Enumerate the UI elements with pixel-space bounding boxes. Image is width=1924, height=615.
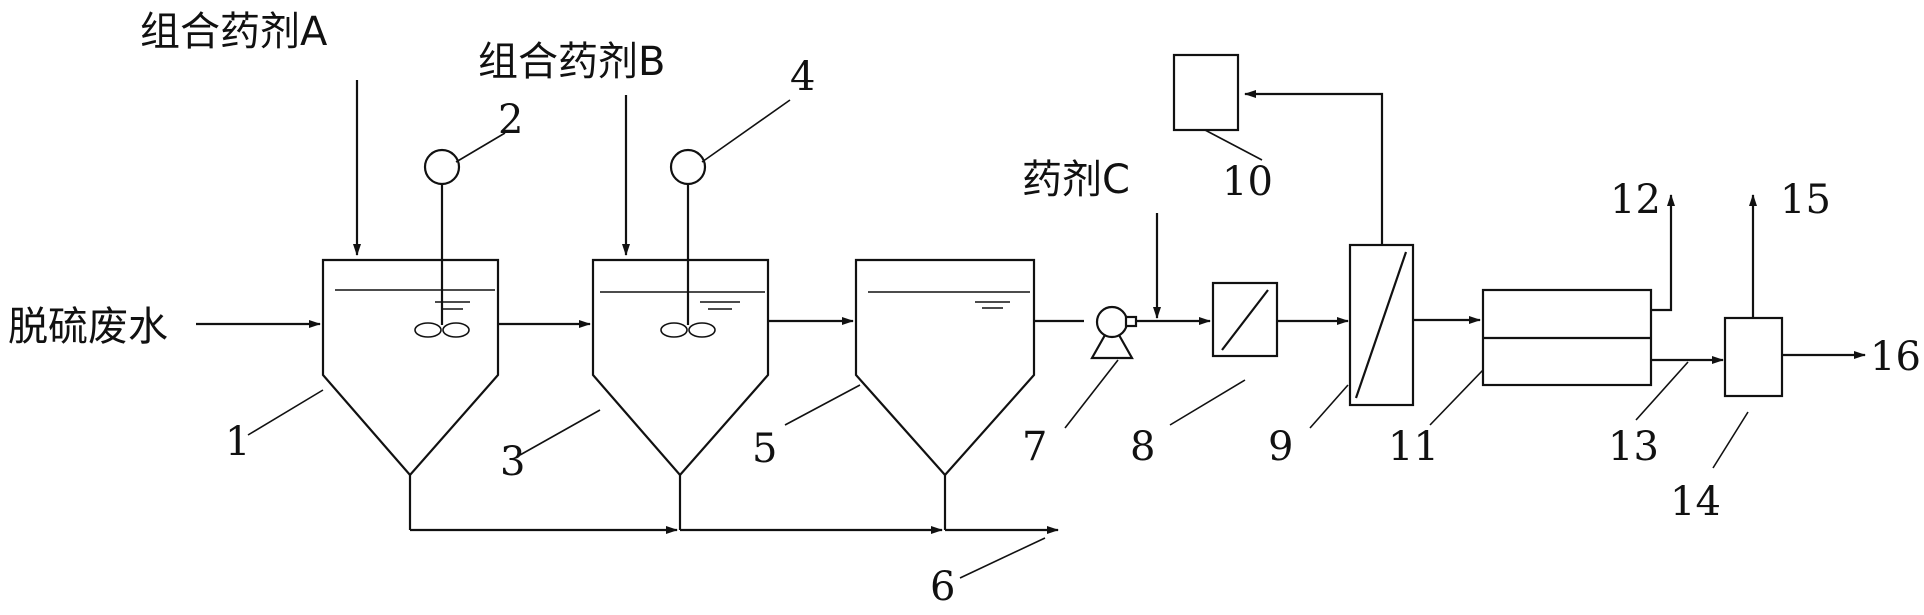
reagent-a-label: 组合药剂A bbox=[140, 9, 328, 55]
label-10: 10 bbox=[1222, 159, 1273, 205]
label-1: 1 bbox=[225, 419, 250, 465]
label-2: 2 bbox=[498, 97, 523, 143]
outlet-12 bbox=[1651, 194, 1675, 312]
label-12: 12 bbox=[1610, 177, 1661, 223]
label-14: 14 bbox=[1670, 479, 1721, 525]
unit-14 bbox=[1723, 316, 1784, 398]
membrane-unit-9 bbox=[1348, 243, 1415, 407]
tank-10 bbox=[1172, 53, 1240, 132]
tank-5 bbox=[854, 258, 1036, 477]
mixer-2 bbox=[660, 148, 716, 338]
label-5: 5 bbox=[752, 426, 777, 472]
reagent-b-label: 组合药剂B bbox=[478, 39, 665, 85]
sludge-line-6 bbox=[408, 475, 1059, 534]
label-9: 9 bbox=[1268, 424, 1293, 470]
concentrate-return bbox=[1244, 90, 1384, 245]
unit-11 bbox=[1481, 288, 1653, 387]
inlet-label: 脱硫废水 bbox=[8, 304, 168, 350]
label-4: 4 bbox=[790, 54, 815, 100]
reagent-c-label: 药剂C bbox=[1022, 157, 1130, 203]
label-7: 7 bbox=[1022, 424, 1047, 470]
mixer-1 bbox=[414, 148, 470, 338]
tank-3 bbox=[591, 258, 770, 477]
label-8: 8 bbox=[1130, 424, 1155, 470]
label-15: 15 bbox=[1780, 177, 1831, 223]
label-16: 16 bbox=[1870, 334, 1921, 380]
tank-1 bbox=[321, 258, 500, 477]
leader-lines bbox=[247, 99, 1749, 579]
filter-8 bbox=[1211, 281, 1279, 358]
label-6: 6 bbox=[930, 564, 955, 610]
label-3: 3 bbox=[500, 439, 525, 485]
label-13: 13 bbox=[1608, 424, 1659, 470]
pump-7 bbox=[1090, 305, 1138, 360]
label-11: 11 bbox=[1388, 424, 1439, 470]
